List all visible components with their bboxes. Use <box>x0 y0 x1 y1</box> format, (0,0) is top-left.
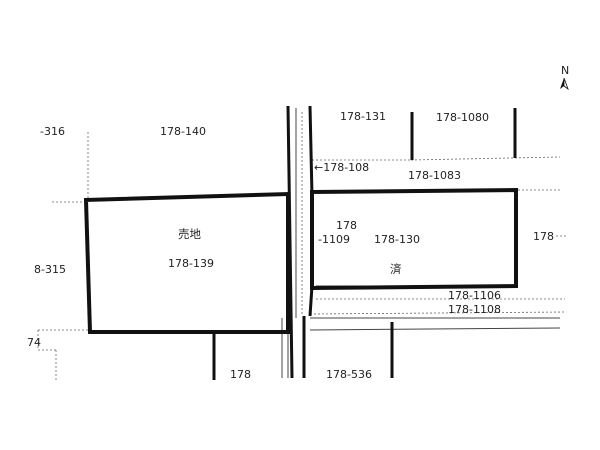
lot-178-108-label: ←178-108 <box>314 161 369 174</box>
lot-316-label: -316 <box>40 125 65 138</box>
lot-178-1109-label-line2: -1109 <box>318 233 350 246</box>
lot-178-1108-label: 178-1108 <box>448 303 501 316</box>
lot-178-131-label: 178-131 <box>340 110 386 123</box>
lot-178-1083-label: 178-1083 <box>408 169 461 182</box>
lot-8-315-label: 8-315 <box>34 263 66 276</box>
lot-178-140-label: 178-140 <box>160 125 206 138</box>
lot-178-130-label: 178-130 <box>374 233 420 246</box>
lot-178-1106-label: 178-1106 <box>448 289 501 302</box>
north-arrow-icon: N <box>560 64 569 91</box>
north-label: N <box>561 64 569 77</box>
lot-178-1109-label-line1: 178 <box>336 219 357 232</box>
lot-178-right-label: 178 <box>533 230 554 243</box>
thick-boundary-lines <box>212 105 517 380</box>
lot-178-bottom-label: 178 <box>230 368 251 381</box>
lot-178-536-label: 178-536 <box>326 368 372 381</box>
for-sale-label: 売地 <box>178 227 201 241</box>
lot-178-1080-label: 178-1080 <box>436 111 489 124</box>
lot-178-139-label: 178-139 <box>168 257 214 270</box>
lot-74-label: 74 <box>27 336 41 349</box>
dashed-lot-lines <box>37 112 566 380</box>
parcel-178-139-boundary <box>83 191 290 334</box>
parcel-178-130-boundary <box>309 187 518 291</box>
sumi-label: 済 <box>390 262 402 276</box>
